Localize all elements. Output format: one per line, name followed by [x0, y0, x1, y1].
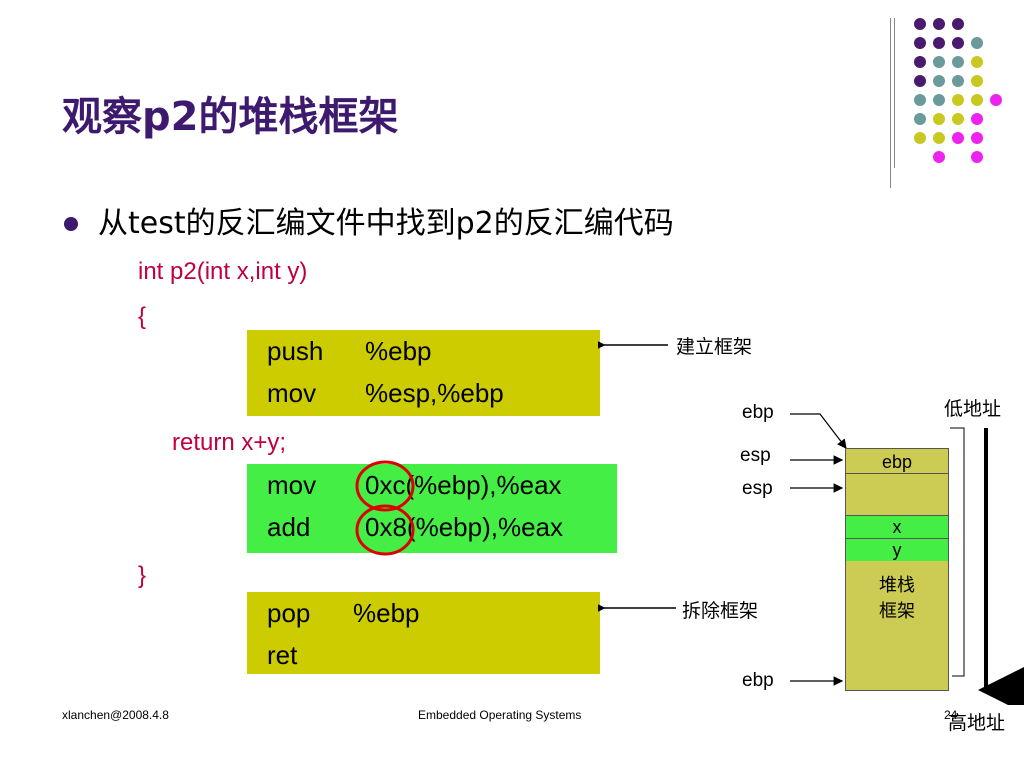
stack-cell-ebp: ebp [846, 451, 948, 474]
decor-dot [914, 18, 926, 30]
code-signature: int p2(int x,int y) [138, 258, 308, 285]
asm-line: ret [267, 634, 600, 676]
pointer-ebp-top: ebp [742, 402, 774, 423]
decor-dot [933, 132, 945, 144]
asm-arg: 0x8(%ebp),%eax [365, 512, 563, 542]
decor-line [890, 18, 891, 188]
decor-dot [971, 132, 983, 144]
stack-frame-label-1: 堆栈 [879, 575, 915, 596]
pointer-esp-2: esp [742, 478, 773, 499]
decor-dot [971, 151, 983, 163]
decor-dot [952, 75, 964, 87]
decor-dot [933, 113, 945, 125]
remove-frame-label: 拆除框架 [682, 600, 759, 622]
highlight-circles [355, 460, 415, 556]
ebp-link-bracket [950, 427, 965, 677]
decor-dot [952, 132, 964, 144]
decor-dot [914, 75, 926, 87]
offset-circle-0xc [355, 460, 415, 512]
decor-dot [952, 37, 964, 49]
decor-dot [971, 75, 983, 87]
decor-dot [933, 56, 945, 68]
decor-dot [971, 94, 983, 106]
asm-arg: %ebp [365, 336, 432, 366]
decor-dot [933, 75, 945, 87]
code-open-brace: { [138, 303, 147, 330]
annotation-arrows [598, 339, 676, 614]
asm-line: add 0x8(%ebp),%eax [267, 506, 617, 548]
asm-arg: 0xc(%ebp),%eax [365, 470, 562, 500]
decor-dot [990, 94, 1002, 106]
stack-cell-x: x [846, 515, 948, 538]
stack-pointer-arrows [790, 413, 1024, 705]
offset-circle-0x8 [355, 504, 415, 556]
decor-dot [914, 37, 926, 49]
decor-dot [933, 18, 945, 30]
code-close-brace: } [138, 562, 147, 589]
asm-arg: %ebp [353, 598, 420, 628]
decor-dot [933, 94, 945, 106]
asm-line: pop %ebp [267, 592, 600, 634]
pointer-ebp-bottom: ebp [742, 670, 774, 691]
code-return: return x+y; [172, 429, 287, 456]
stack-cell-y: y [846, 538, 948, 561]
asm-arg: %esp,%ebp [365, 378, 504, 408]
asm-line: push %ebp [267, 330, 600, 372]
decor-dot [933, 151, 945, 163]
decor-dot [971, 37, 983, 49]
asm-op: add [267, 512, 311, 542]
asm-line: mov 0xc(%ebp),%eax [267, 464, 617, 506]
epilogue-asm-box: pop %ebp ret [247, 592, 600, 674]
slide-title: 观察p2的堆栈框架 [62, 94, 399, 140]
asm-line: mov %esp,%ebp [267, 372, 600, 414]
decor-dot [914, 113, 926, 125]
decor-dot [914, 94, 926, 106]
bullet-dot [64, 217, 78, 231]
low-address-label: 低地址 [944, 398, 1002, 420]
decor-dot [971, 56, 983, 68]
body-asm-box: mov 0xc(%ebp),%eax add 0x8(%ebp),%eax [247, 464, 617, 553]
decor-dot [952, 18, 964, 30]
decor-dot [952, 113, 964, 125]
build-frame-label: 建立框架 [676, 336, 753, 358]
high-address-label: 高地址 [948, 712, 1006, 734]
footer-course: Embedded Operating Systems [418, 708, 582, 722]
stack-frame: ebp x y 堆栈 框架 [845, 448, 949, 691]
decor-dot [914, 132, 926, 144]
ebp-top-arrow [790, 413, 847, 449]
asm-op: pop [267, 598, 311, 628]
asm-op: ret [267, 640, 298, 670]
decor-line [894, 18, 895, 168]
asm-op: mov [267, 470, 317, 500]
bullet-text: 从test的反汇编文件中找到p2的反汇编代码 [98, 206, 674, 241]
decor-dot [971, 113, 983, 125]
decor-dot [914, 56, 926, 68]
asm-op: mov [267, 378, 317, 408]
decor-dot [933, 37, 945, 49]
footer-author: xlanchen@2008.4.8 [62, 708, 169, 722]
decorative-dot-matrix [0, 0, 1024, 170]
pointer-esp-1: esp [740, 445, 771, 466]
prologue-asm-box: push %ebp mov %esp,%ebp [247, 330, 600, 416]
footer-page-number: 24 [944, 708, 958, 722]
stack-frame-label-2: 框架 [879, 601, 915, 622]
asm-op: push [267, 336, 324, 366]
decor-dot [952, 94, 964, 106]
decor-dot [952, 56, 964, 68]
